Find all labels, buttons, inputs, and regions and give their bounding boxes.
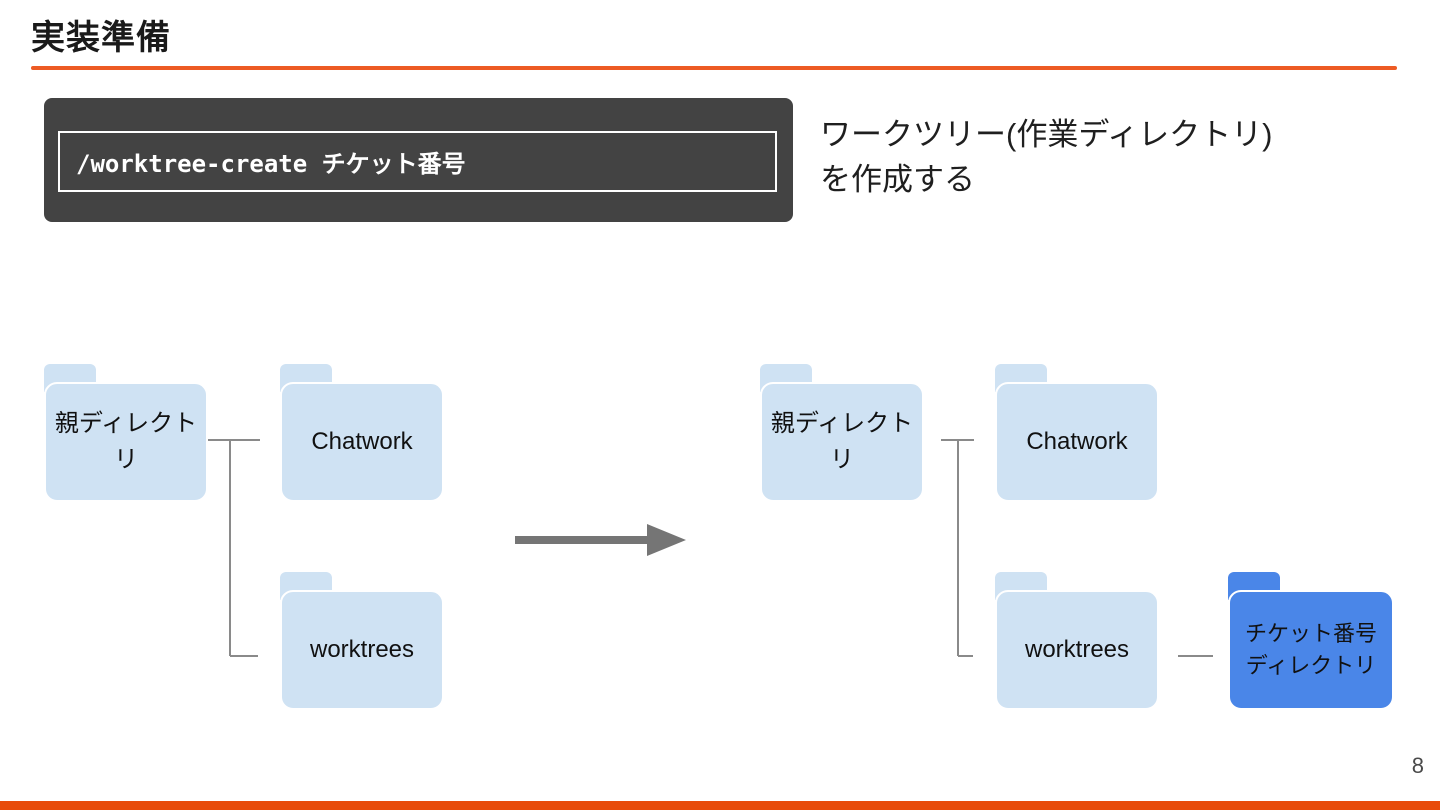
folder-label-line: チケット番号	[1244, 621, 1377, 646]
folder-label-line: worktrees	[1024, 636, 1130, 663]
folder-label-line: 親ディレクト	[770, 410, 914, 437]
folder-label-line: 親ディレクト	[54, 410, 198, 437]
page-title: 実装準備	[31, 19, 171, 57]
folder-after-worktrees: worktrees	[995, 572, 1159, 710]
command-input-frame: /worktree-create チケット番号	[58, 131, 777, 192]
folder-before-worktrees: worktrees	[280, 572, 444, 710]
folder-label-line: ディレクトリ	[1245, 653, 1377, 678]
folder-label: worktrees	[995, 590, 1159, 710]
description-line-2: を作成する	[820, 162, 975, 197]
folder-label: Chatwork	[995, 382, 1159, 502]
title-underline	[31, 66, 1397, 70]
folder-label: チケット番号 ディレクトリ	[1228, 590, 1394, 710]
folder-label-line: リ	[114, 446, 138, 473]
command-text: /worktree-create チケット番号	[76, 150, 466, 178]
folder-label: worktrees	[280, 590, 444, 710]
bottom-accent-bar	[0, 801, 1440, 810]
page-number: 8	[1411, 753, 1424, 778]
folder-before-chatwork: Chatwork	[280, 364, 444, 502]
folder-label-line: worktrees	[309, 636, 415, 663]
folder-after-ticket-directory: チケット番号 ディレクトリ	[1228, 572, 1394, 710]
folder-label: Chatwork	[280, 382, 444, 502]
folder-label: 親ディレクト リ	[44, 382, 208, 502]
folder-after-parent-directory: 親ディレクト リ	[760, 364, 924, 502]
transform-arrow-icon	[515, 524, 686, 556]
folder-label: 親ディレクト リ	[760, 382, 924, 502]
folder-label-line: リ	[830, 446, 854, 473]
description-text: ワークツリー(作業ディレクトリ) を作成する	[820, 112, 1272, 202]
folder-label-line: Chatwork	[1026, 428, 1128, 455]
folder-label-line: Chatwork	[311, 428, 413, 455]
folder-after-chatwork: Chatwork	[995, 364, 1159, 502]
command-terminal-box: /worktree-create チケット番号	[44, 98, 793, 222]
folder-before-parent-directory: 親ディレクト リ	[44, 364, 208, 502]
description-line-1: ワークツリー(作業ディレクトリ)	[820, 117, 1273, 152]
